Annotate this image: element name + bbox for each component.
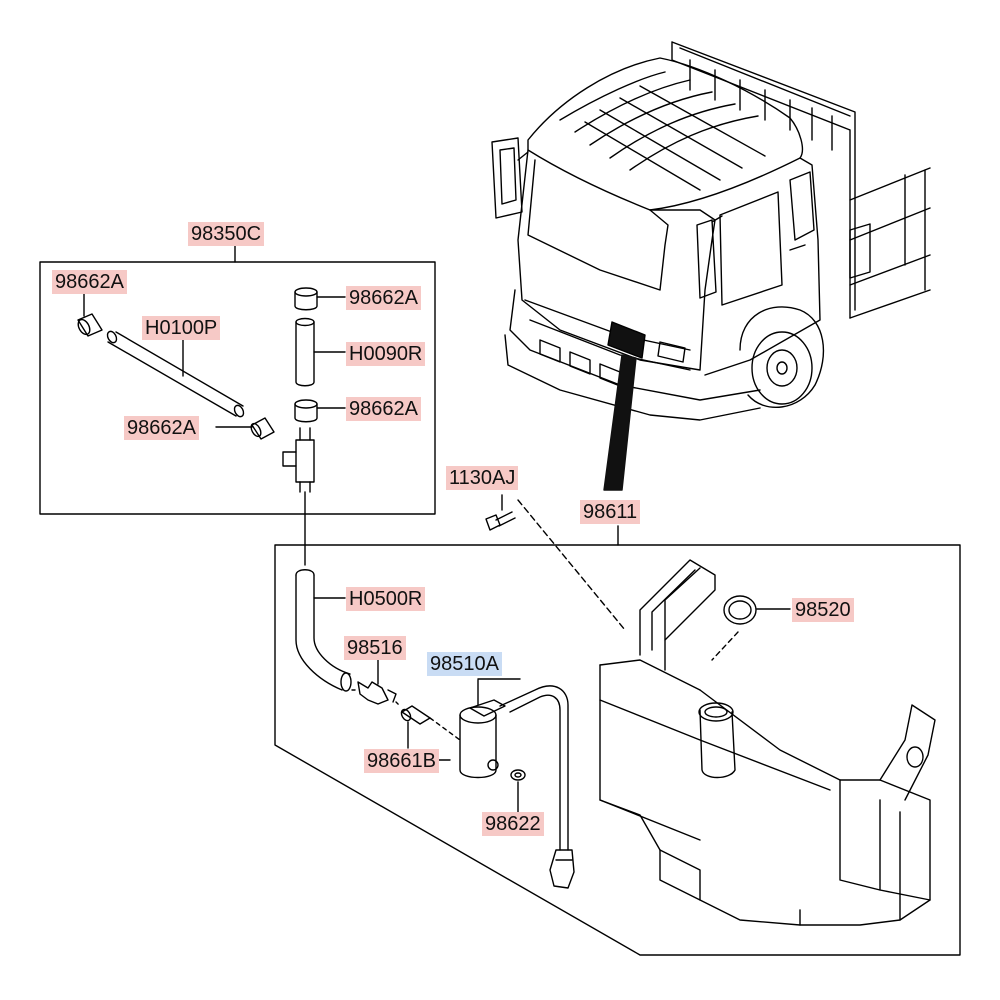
hose-98661b xyxy=(395,701,431,749)
washer-tank-98611 xyxy=(599,559,936,926)
hose-h0100p xyxy=(106,330,245,418)
label-h0500r[interactable]: H0500R xyxy=(346,587,426,611)
label-98516[interactable]: 98516 xyxy=(344,636,406,660)
t-connector xyxy=(282,427,315,566)
label-98510a[interactable]: 98510A xyxy=(427,652,502,676)
label-98350c[interactable]: 98350C xyxy=(188,222,265,246)
hose-h0500r xyxy=(295,569,352,692)
truck-cab-roof xyxy=(527,57,804,211)
label-h0090r[interactable]: H0090R xyxy=(346,342,426,366)
label-98662a-lower[interactable]: 98662A xyxy=(346,397,421,421)
label-98611[interactable]: 98611 xyxy=(580,500,641,524)
label-98662a-top[interactable]: 98662A xyxy=(346,286,421,310)
location-pointer-arrow xyxy=(603,354,637,491)
hose-h0090r xyxy=(295,317,346,387)
truck-mirrors xyxy=(491,137,723,299)
label-h0100p[interactable]: H0100P xyxy=(142,316,221,340)
label-98661b[interactable]: 98661B xyxy=(364,749,439,773)
label-98520[interactable]: 98520 xyxy=(792,598,854,622)
label-98622[interactable]: 98622 xyxy=(482,812,544,836)
assembly-box-98611 xyxy=(274,525,961,956)
grommet-98662a-top xyxy=(294,287,346,311)
washer-98622 xyxy=(510,769,526,813)
label-98662a-left[interactable]: 98662A xyxy=(52,270,127,294)
filler-cap-98520 xyxy=(711,595,791,661)
bolt-1130aj xyxy=(485,494,626,631)
truck-front-end xyxy=(504,289,761,421)
washer-pump-98510a xyxy=(429,679,575,889)
connector-98516 xyxy=(351,659,397,705)
assembly-box-98350c xyxy=(39,245,436,515)
grommet-98662a-left xyxy=(77,293,103,337)
truck-illustration xyxy=(491,41,931,491)
truck-cab-body xyxy=(517,149,821,376)
label-98662a-middle[interactable]: 98662A xyxy=(124,416,199,440)
label-1130aj[interactable]: 1130AJ xyxy=(446,466,519,490)
truck-front-wheel xyxy=(739,306,825,409)
grommet-98662a-lower xyxy=(294,399,346,423)
truck-cargo-bed xyxy=(671,41,931,319)
grommet-98662a-middle xyxy=(215,417,275,440)
